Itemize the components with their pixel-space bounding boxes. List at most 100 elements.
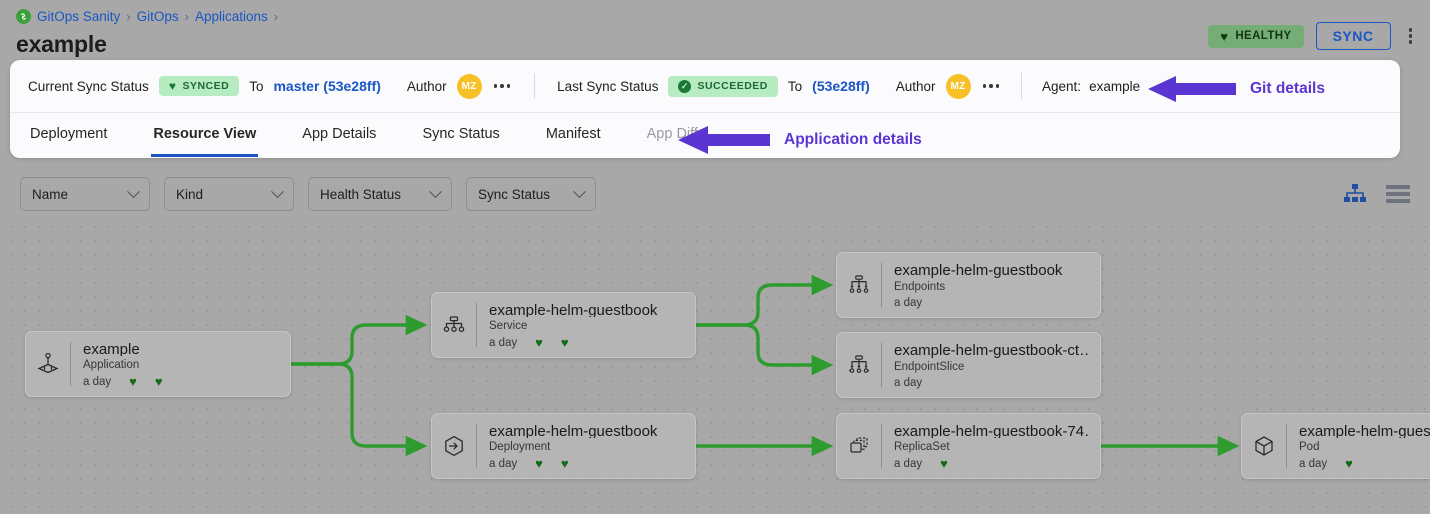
tab-bar: Deployment Resource View App Details Syn…	[10, 113, 1400, 157]
graph-node-deployment[interactable]: example-helm-guestbook Deployment a day …	[431, 413, 696, 479]
health-heart-icon: ♥	[535, 335, 543, 350]
endpoints-icon	[837, 253, 881, 317]
more-horizontal-icon[interactable]	[492, 80, 513, 92]
graph-node-age: a day	[83, 375, 112, 388]
last-sync-status-badge[interactable]: ✓ SUCCEEDED	[668, 75, 778, 97]
app-summary-panel: Current Sync Status ♥ SYNCED To master (…	[10, 60, 1400, 158]
divider	[1021, 73, 1023, 99]
edge-app-to-deployment	[291, 362, 428, 457]
current-sync-status-label: Current Sync Status	[28, 78, 149, 94]
divider	[881, 424, 882, 468]
last-sync-status-group: Last Sync Status ✓ SUCCEEDED To (53e28ff…	[557, 73, 1002, 99]
view-toggle-group	[1344, 184, 1410, 204]
last-sync-status-badge-label: SUCCEEDED	[697, 80, 768, 92]
graph-node-age: a day	[894, 297, 923, 309]
graph-node-body: example-helm-guestbook-ct… EndpointSlice…	[882, 333, 1100, 397]
filter-kind-label: Kind	[176, 186, 204, 202]
graph-node-meta: a day ♥ ♥	[489, 336, 685, 349]
filter-sync-status-label: Sync Status	[478, 186, 551, 202]
more-vertical-icon[interactable]	[1403, 24, 1419, 48]
breadcrumb-item-gitops[interactable]: GitOps	[136, 9, 179, 24]
graph-node-pod[interactable]: example-helm-guest Pod a day ♥	[1241, 413, 1430, 479]
last-sync-author-label: Author	[895, 78, 936, 94]
filter-kind[interactable]: Kind	[164, 177, 294, 211]
current-sync-revision-link[interactable]: master (53e28ff)	[273, 78, 381, 94]
pod-icon	[1242, 414, 1286, 478]
divider	[1286, 424, 1287, 468]
service-icon	[432, 293, 476, 357]
breadcrumb-item-applications[interactable]: Applications	[194, 9, 268, 24]
avatar[interactable]: MZ	[456, 73, 482, 99]
current-sync-status-group: Current Sync Status ♥ SYNCED To master (…	[28, 73, 513, 99]
more-horizontal-icon[interactable]	[981, 80, 1002, 92]
tab-deployment[interactable]: Deployment	[30, 125, 108, 142]
graph-node-meta: a day	[894, 377, 1090, 389]
health-heart-icon: ♥	[940, 456, 948, 471]
last-sync-status-label: Last Sync Status	[557, 78, 659, 94]
graph-node-title: example-helm-guestbook-74…	[893, 423, 1090, 439]
edge-app-to-service	[291, 314, 428, 366]
divider	[881, 343, 882, 387]
tab-app-details[interactable]: App Details	[302, 125, 377, 142]
breadcrumb-item-gitops-sanity[interactable]: GitOps Sanity	[37, 9, 121, 24]
divider	[476, 424, 477, 468]
breadcrumb-separator-icon: ›	[273, 9, 279, 24]
filter-health-status[interactable]: Health Status	[308, 177, 452, 211]
graph-node-meta: a day ♥ ♥	[489, 457, 685, 470]
graph-node-title: example	[83, 341, 140, 357]
sync-heart-icon: ♥	[560, 335, 569, 350]
graph-node-kind: ReplicaSet	[893, 441, 950, 454]
filter-sync-status[interactable]: Sync Status	[466, 177, 596, 211]
graph-node-endpoints[interactable]: example-helm-guestbook Endpoints a day	[836, 252, 1101, 318]
avatar[interactable]: MZ	[945, 73, 971, 99]
last-sync-to-label: To	[787, 78, 803, 94]
agent-group: Agent: example	[1042, 79, 1140, 94]
list-view-icon[interactable]	[1386, 184, 1410, 204]
graph-node-age: a day	[1299, 457, 1328, 470]
graph-node-title: example-helm-guestbook	[489, 302, 658, 318]
graph-node-title: example-helm-guestbook	[894, 262, 1063, 279]
sync-heart-icon: ♥	[154, 374, 163, 389]
graph-node-application[interactable]: example Application a day ♥ ♥	[25, 331, 291, 397]
sync-button[interactable]: SYNC	[1315, 22, 1391, 50]
current-sync-status-badge[interactable]: ♥ SYNCED	[158, 76, 240, 96]
sync-status-bar: Current Sync Status ♥ SYNCED To master (…	[10, 60, 1400, 113]
tab-app-diff[interactable]: App Diff	[646, 125, 698, 142]
deployment-icon	[432, 414, 476, 478]
graph-node-kind: Service	[489, 320, 528, 333]
graph-node-meta: a day ♥	[1299, 457, 1430, 470]
graph-node-meta: a day ♥ ♥	[83, 375, 280, 388]
graph-node-replicaset[interactable]: example-helm-guestbook-74… ReplicaSet a …	[836, 413, 1101, 479]
graph-node-service[interactable]: example-helm-guestbook Service a day ♥ ♥	[431, 292, 696, 358]
edge-service-to-endpointslice	[696, 323, 834, 376]
tree-view-icon[interactable]	[1344, 184, 1366, 204]
graph-node-body: example-helm-guest Pod a day ♥	[1287, 414, 1430, 478]
tab-resource-view[interactable]: Resource View	[151, 113, 259, 157]
health-heart-icon: ♥	[1345, 456, 1353, 471]
filter-health-status-label: Health Status	[320, 186, 402, 202]
graph-node-kind: Pod	[1299, 441, 1320, 454]
graph-node-kind: Deployment	[489, 441, 551, 454]
agent-label: Agent:	[1042, 78, 1082, 94]
graph-node-body: example-helm-guestbook-74… ReplicaSet a …	[882, 414, 1100, 478]
gitops-logo-icon	[16, 9, 31, 24]
chevron-down-icon	[573, 184, 586, 198]
divider	[881, 263, 882, 307]
graph-node-endpointslice[interactable]: example-helm-guestbook-ct… EndpointSlice…	[836, 332, 1101, 398]
heart-icon: ♥	[1220, 28, 1229, 44]
tab-sync-status[interactable]: Sync Status	[422, 125, 500, 142]
graph-node-body: example-helm-guestbook Endpoints a day	[882, 253, 1100, 317]
graph-node-title: example-helm-guest	[1299, 423, 1430, 439]
filter-name[interactable]: Name	[20, 177, 150, 211]
tab-manifest[interactable]: Manifest	[545, 125, 601, 142]
divider	[534, 73, 536, 99]
endpointslice-icon	[837, 333, 881, 397]
last-sync-revision-link[interactable]: (53e28ff)	[812, 78, 870, 94]
breadcrumb: GitOps Sanity › GitOps › Applications ›	[16, 9, 278, 24]
chevron-down-icon	[127, 184, 140, 198]
graph-node-age: a day	[489, 457, 518, 470]
graph-edges	[291, 274, 1240, 457]
resource-tree-graph[interactable]: example Application a day ♥ ♥	[0, 218, 1430, 514]
health-status-badge[interactable]: ♥ HEALTHY	[1208, 24, 1304, 48]
health-heart-icon: ♥	[129, 374, 137, 389]
